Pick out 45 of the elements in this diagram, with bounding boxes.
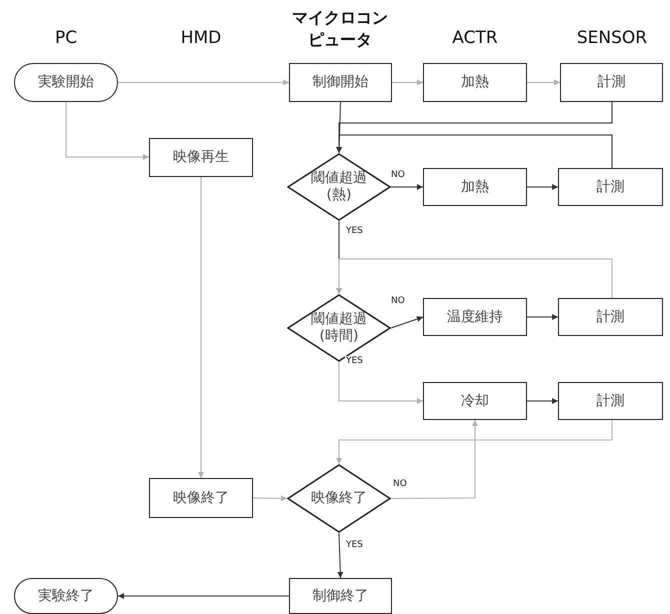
arrow	[252, 495, 288, 502]
process-box: 計測	[558, 168, 663, 206]
arrow	[392, 80, 424, 86]
arrow	[526, 398, 558, 404]
process-box: 加熱	[423, 168, 527, 206]
arrow	[526, 314, 558, 320]
process-box: 加熱	[423, 63, 527, 102]
arrow	[66, 102, 150, 160]
arrow	[336, 420, 612, 464]
arrow	[198, 176, 204, 478]
column-header: SENSOR	[576, 28, 648, 48]
arrow	[390, 420, 478, 499]
arrow	[526, 80, 560, 86]
edge-label: YES	[345, 226, 364, 236]
decision-diamond: 映像終了	[287, 464, 391, 533]
process-box: 冷却	[423, 382, 527, 420]
edge-label: YES	[345, 356, 364, 366]
process-box: 制御終了	[289, 578, 392, 614]
arrow	[336, 258, 612, 298]
column-header: マイクロコンピュータ	[291, 7, 389, 51]
arrow	[390, 316, 424, 328]
arrow	[118, 593, 290, 599]
decision-diamond: 閾値超過 (熱)	[287, 153, 391, 221]
edge-label: NO	[390, 296, 406, 306]
process-box: 映像再生	[149, 138, 253, 177]
process-box: 計測	[558, 298, 663, 336]
edge-label: NO	[392, 479, 408, 489]
arrow	[336, 134, 612, 168]
terminal-box: 実験終了	[14, 578, 118, 614]
column-header: PC	[54, 28, 78, 48]
process-box: 計測	[558, 382, 663, 420]
column-header: ACTR	[452, 28, 498, 48]
process-box: 計測	[560, 63, 663, 102]
arrow	[526, 184, 558, 190]
arrow	[390, 184, 424, 190]
arrow	[118, 80, 290, 86]
process-box: 映像終了	[149, 478, 253, 518]
process-box: 温度維持	[423, 298, 527, 336]
edge-label: YES	[345, 540, 364, 550]
column-header: HMD	[180, 28, 222, 48]
arrow	[337, 532, 344, 578]
arrow	[338, 362, 424, 404]
process-box: 制御開始	[289, 63, 392, 102]
edge-label: NO	[390, 170, 406, 180]
terminal-box: 実験開始	[14, 63, 118, 102]
